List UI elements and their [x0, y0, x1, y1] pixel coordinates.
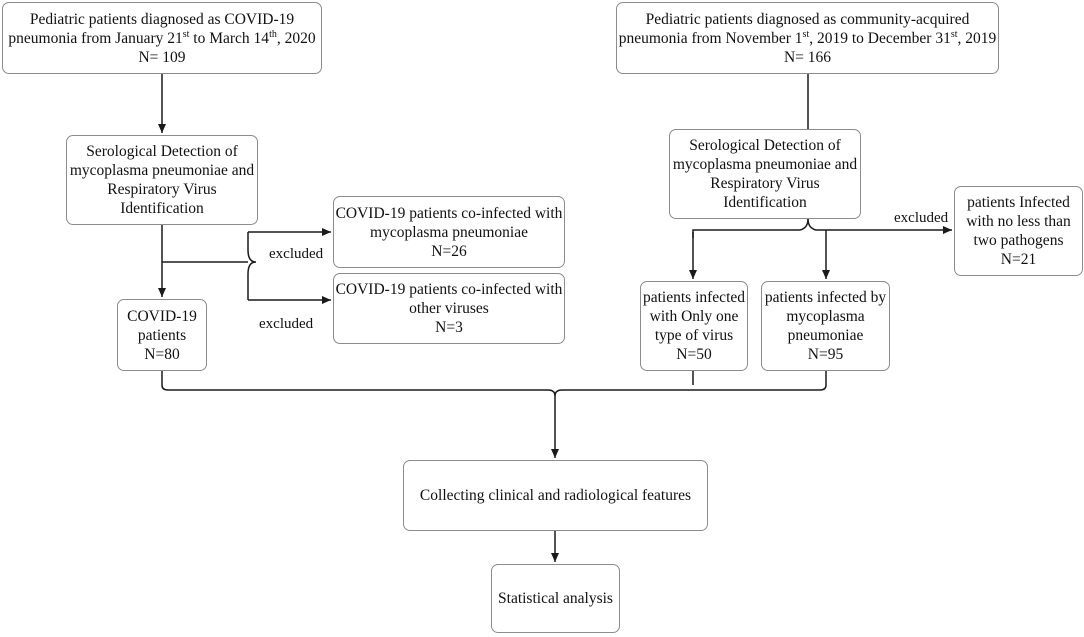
- two-pathogens-line3: two pathogens: [973, 232, 1064, 249]
- one-virus-count: N=50: [676, 346, 712, 363]
- covid-source-date-a: pneumonia from January 21: [8, 29, 183, 47]
- mycoplasma-box: patients infected by mycoplasma pneumoni…: [761, 281, 890, 371]
- covid-mp-line2: mycoplasma pneumoniae: [370, 223, 528, 241]
- covid-source-date-c: , 2020: [276, 29, 316, 47]
- statistical-line1: Statistical analysis: [498, 590, 613, 607]
- two-pathogens-box: patients Infected with no less than two …: [954, 186, 1083, 276]
- mycoplasma-line3: pneumoniae: [787, 327, 864, 344]
- covid-virus-line1: COVID-19 patients co-infected with: [335, 281, 563, 298]
- covid-patients-count: N=80: [144, 345, 180, 363]
- excluded-label-upper: excluded: [269, 246, 324, 262]
- one-virus-line1: patients infected: [643, 289, 745, 306]
- covid-patients-box: COVID-19 patients N=80: [117, 299, 207, 371]
- covid-patients-line1: COVID-19: [127, 307, 197, 325]
- cap-source-line2: pneumonia from November 1st, 2019 to Dec…: [619, 29, 997, 48]
- covid-mp-coinfection-box: COVID-19 patients co-infected with mycop…: [333, 196, 565, 268]
- statistical-analysis-box: Statistical analysis: [491, 564, 620, 633]
- serology-left-line3: Respiratory Virus: [107, 181, 217, 198]
- two-pathogens-count: N=21: [1000, 251, 1037, 268]
- serology-left-line2: mycoplasma pneumoniae and: [69, 162, 255, 179]
- two-pathogens-line2: with no less than: [966, 213, 1071, 230]
- covid-mp-count: N=26: [431, 242, 467, 260]
- mycoplasma-line2: mycoplasma: [786, 308, 865, 325]
- two-pathogens-line1: patients Infected: [967, 194, 1070, 211]
- cap-source-date-b: , 2019 to December 31: [809, 29, 951, 47]
- cap-source-box: Pediatric patients diagnosed as communit…: [616, 2, 999, 74]
- covid-source-line1: Pediatric patients diagnosed as COVID-19: [29, 10, 295, 28]
- serology-right-box: Serological Detection of mycoplasma pneu…: [669, 129, 861, 219]
- covid-virus-coinfection-box: COVID-19 patients co-infected with other…: [333, 273, 565, 344]
- serology-right-line4: Identification: [723, 194, 807, 211]
- cap-source-date-a: pneumonia from November 1: [618, 29, 803, 47]
- cap-source-line1: Pediatric patients diagnosed as communit…: [645, 10, 970, 28]
- covid-virus-line2: other viruses: [409, 300, 489, 317]
- cap-source-date-c: , 2019: [957, 29, 997, 47]
- covid-mp-line1: COVID-19 patients co-infected with: [335, 204, 563, 222]
- covid-virus-count: N=3: [435, 319, 463, 336]
- line-merge-left: [161, 384, 556, 397]
- covid-source-count: N= 109: [138, 48, 186, 66]
- one-virus-line3: type of virus: [654, 327, 734, 344]
- collecting-line1: Collecting clinical and radiological fea…: [419, 487, 692, 504]
- covid-source-box: Pediatric patients diagnosed as COVID-19…: [2, 2, 322, 74]
- line-merge-right: [554, 384, 827, 397]
- covid-source-date-b: to March 14: [189, 29, 270, 47]
- covid-source-sup1: st: [182, 28, 190, 40]
- mycoplasma-line1: patients infected by: [764, 289, 887, 306]
- serology-right-line1: Serological Detection of: [689, 137, 841, 154]
- excluded-label-right: excluded: [894, 210, 949, 226]
- cap-source-count: N= 166: [783, 48, 832, 66]
- covid-source-sup2: th: [269, 28, 277, 40]
- one-virus-box: patients infected with Only one type of …: [640, 281, 748, 371]
- mycoplasma-count: N=95: [807, 346, 844, 363]
- brace-right-split: [692, 218, 809, 238]
- cap-source-sup2: st: [950, 28, 958, 40]
- excluded-label-lower: excluded: [259, 316, 314, 332]
- brace-exclusions: [247, 232, 257, 300]
- serology-left-line4: Identification: [120, 200, 204, 217]
- cap-source-sup1: st: [802, 28, 810, 40]
- serology-right-line2: mycoplasma pneumoniae and: [672, 156, 858, 173]
- serology-left-line1: Serological Detection of: [86, 143, 238, 160]
- serology-right-line3: Respiratory Virus: [710, 175, 820, 192]
- one-virus-line2: with Only one: [649, 308, 739, 325]
- brace-right-split-b: [807, 218, 880, 231]
- serology-left-box: Serological Detection of mycoplasma pneu…: [66, 135, 258, 225]
- collecting-features-box: Collecting clinical and radiological fea…: [403, 460, 708, 531]
- covid-source-line2: pneumonia from January 21st to March 14t…: [8, 29, 315, 48]
- covid-patients-line2: patients: [137, 326, 187, 344]
